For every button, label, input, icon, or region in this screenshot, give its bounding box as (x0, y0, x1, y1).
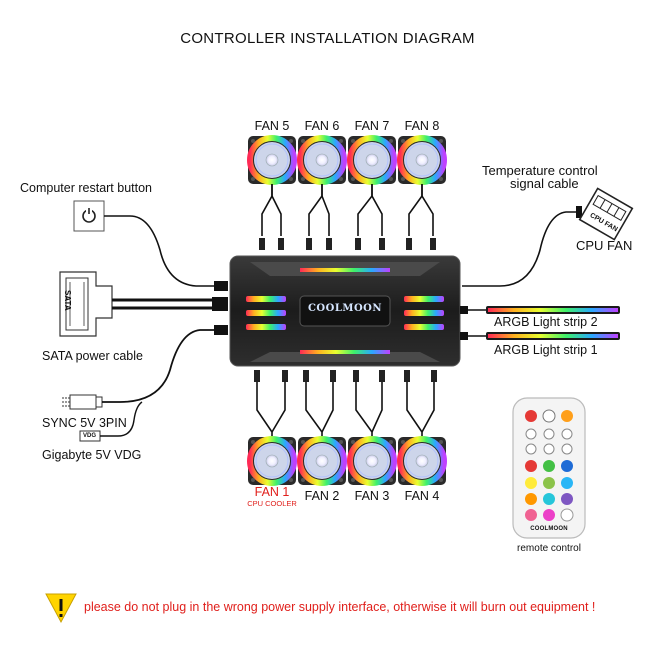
vdg-plug-text: VDG (83, 433, 97, 439)
bottom-fan-cables (256, 382, 435, 438)
cpu-fan-label: CPU FAN (576, 238, 633, 253)
fan-6-graphic (298, 136, 346, 184)
sync-connector-graphic (62, 394, 103, 442)
restart-cable (104, 215, 214, 287)
fan-1-label: FAN 1 (254, 485, 290, 499)
argb-strip-2-label: ARGB Light strip 2 (494, 315, 598, 329)
restart-button-graphic (73, 200, 105, 232)
fan-7-graphic (348, 136, 396, 184)
sata-plug-text: SATA (63, 290, 72, 311)
sync-plug (214, 325, 228, 335)
temp-plug (576, 206, 582, 218)
sync-label: SYNC 5V 3PIN (42, 416, 127, 430)
argb-strip-1-label: ARGB Light strip 1 (494, 343, 598, 357)
fan-8-label: FAN 8 (404, 119, 440, 133)
fan-2-label: FAN 2 (304, 489, 340, 503)
argb-strip-2-graphic (460, 306, 620, 314)
fan-1-graphic (248, 437, 296, 485)
temp-cable-label-line1: Temperature control (482, 163, 598, 178)
sata-cable-label: SATA power cable (42, 349, 143, 363)
fan-3-label: FAN 3 (354, 489, 390, 503)
argb-strip-1-graphic (460, 332, 620, 340)
sata-plug (212, 297, 228, 311)
restart-button-label: Computer restart button (20, 181, 153, 195)
sata-connector-graphic (59, 271, 113, 337)
fan-7-label: FAN 7 (354, 119, 390, 133)
fan-2-graphic (298, 437, 346, 485)
warning-text: please do not plug in the wrong power su… (84, 600, 596, 614)
top-fan-cables (261, 184, 434, 236)
fan-5-graphic (248, 136, 296, 184)
remote-control-graphic (512, 397, 586, 539)
fan-5-label: FAN 5 (254, 119, 290, 133)
restart-plug (214, 281, 228, 291)
sync-cable (102, 329, 214, 403)
bottom-plugs (254, 370, 437, 382)
fan-4-label: FAN 4 (404, 489, 440, 503)
fan-6-label: FAN 6 (304, 119, 340, 133)
fan-8-graphic (398, 136, 446, 184)
warning-triangle-icon (45, 593, 77, 624)
fan-1-sublabel: CPU COOLER (247, 499, 297, 508)
remote-brand: COOLMOON (530, 526, 568, 532)
diagram-title: CONTROLLER INSTALLATION DIAGRAM (180, 30, 475, 47)
temp-signal-cable (462, 211, 576, 287)
fan-4-graphic (398, 437, 446, 485)
fan-3-graphic (348, 437, 396, 485)
controller-body (229, 255, 461, 367)
controller-brand: COOLMOON (307, 303, 383, 314)
cpu-fan-connector-graphic (578, 187, 634, 241)
vdg-cable (100, 401, 143, 437)
sata-cable (112, 298, 212, 310)
top-plugs (259, 238, 436, 250)
vdg-label: Gigabyte 5V VDG (42, 448, 142, 462)
temp-cable-label-line2: signal cable (510, 176, 579, 191)
remote-control-label: remote control (517, 543, 581, 554)
